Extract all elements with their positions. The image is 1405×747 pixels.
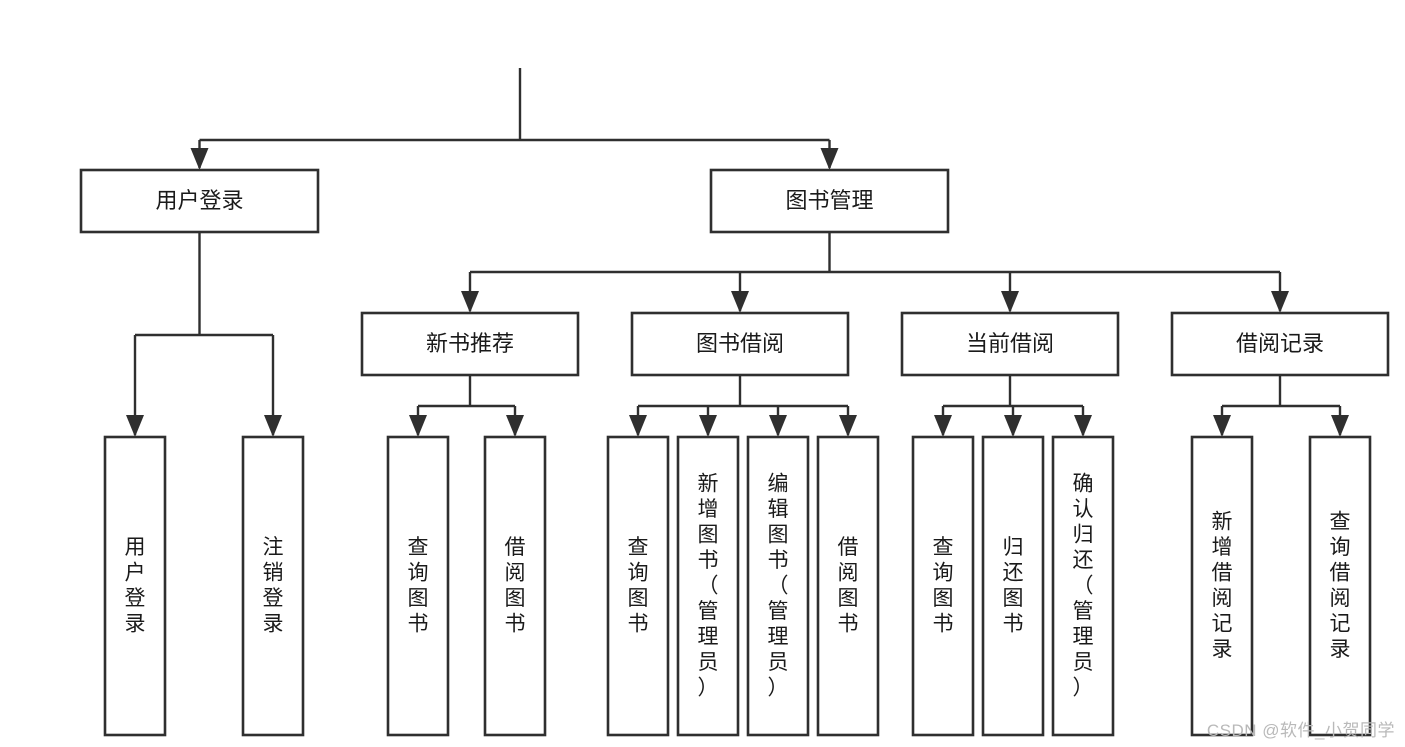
node-box-current-borrow [900, 311, 1120, 377]
node-box-user-login-do [103, 435, 167, 737]
arrow-head-icon-user-login [190, 148, 209, 170]
node-user-logout[interactable]: 注销登录 [241, 435, 305, 737]
node-book-manage[interactable]: 图书管理 [709, 168, 950, 234]
arrow-head-icon-add-book [699, 415, 717, 437]
node-box-return-book [981, 435, 1045, 737]
node-label-borrow-book-2: 借阅图书 [838, 536, 859, 636]
arrow-head-icon-new-book-recommend [461, 291, 479, 313]
arrow-head-icon-borrow-book-2 [839, 415, 857, 437]
node-borrow-record[interactable]: 借阅记录 [1170, 311, 1390, 377]
arrow-head-icon-book-borrow [731, 291, 749, 313]
node-label-query-book-2: 查询图书 [628, 536, 649, 636]
node-box-query-borrow-record [1308, 435, 1372, 737]
node-box-edit-book [746, 435, 810, 737]
node-label-user-logout: 注销登录 [263, 536, 284, 636]
node-edit-book[interactable]: 编辑图书（管理员） [746, 435, 810, 737]
node-user-login[interactable]: 用户登录 [79, 168, 320, 234]
node-box-borrow-record [1170, 311, 1390, 377]
node-query-borrow-record[interactable]: 查询借阅记录 [1308, 435, 1372, 737]
node-box-add-borrow-record [1190, 435, 1254, 737]
node-box-borrow-book-2 [816, 435, 880, 737]
arrow-head-icon-current-borrow [1001, 291, 1019, 313]
node-query-book-2[interactable]: 查询图书 [606, 435, 670, 737]
node-box-query-book-1 [386, 435, 450, 737]
arrow-head-icon-return-book [1004, 415, 1022, 437]
node-label-book-borrow: 图书借阅 [696, 331, 784, 356]
node-label-current-borrow: 当前借阅 [966, 331, 1054, 356]
node-new-book-recommend[interactable]: 新书推荐 [360, 311, 580, 377]
node-box-user-logout [241, 435, 305, 737]
node-box-query-book-3 [911, 435, 975, 737]
node-label-confirm-return: 确认归还（管理员） [1073, 472, 1094, 699]
node-confirm-return[interactable]: 确认归还（管理员） [1051, 435, 1115, 737]
node-label-borrow-book-1: 借阅图书 [505, 536, 526, 636]
node-current-borrow[interactable]: 当前借阅 [900, 311, 1120, 377]
node-label-book-manage: 图书管理 [785, 188, 873, 213]
node-label-add-book: 新增图书（管理员） [698, 472, 719, 699]
node-query-book-3[interactable]: 查询图书 [911, 435, 975, 737]
node-label-query-borrow-record: 查询借阅记录 [1330, 511, 1351, 662]
arrow-head-icon-add-borrow-record [1213, 415, 1231, 437]
node-user-login-do[interactable]: 用户登录 [103, 435, 167, 737]
node-book-borrow[interactable]: 图书借阅 [630, 311, 850, 377]
node-label-edit-book: 编辑图书（管理员） [768, 472, 789, 699]
node-label-user-login-do: 用户登录 [125, 536, 146, 636]
arrow-head-icon-book-manage [820, 148, 839, 170]
node-add-borrow-record[interactable]: 新增借阅记录 [1190, 435, 1254, 737]
node-box-book-manage [709, 168, 950, 234]
node-box-confirm-return [1051, 435, 1115, 737]
node-box-add-book [676, 435, 740, 737]
node-label-add-borrow-record: 新增借阅记录 [1212, 511, 1233, 662]
node-box-new-book-recommend [360, 311, 580, 377]
node-box-borrow-book-1 [483, 435, 547, 737]
arrow-head-icon-query-book-1 [409, 415, 427, 437]
node-box-book-borrow [630, 311, 850, 377]
arrow-head-icon-borrow-book-1 [506, 415, 524, 437]
node-layer: 用户登录图书管理新书推荐图书借阅当前借阅借阅记录用户登录注销登录查询图书借阅图书… [79, 168, 1390, 737]
node-box-user-login [79, 168, 320, 234]
node-return-book[interactable]: 归还图书 [981, 435, 1045, 737]
arrow-head-icon-user-logout [264, 415, 282, 437]
node-label-user-login: 用户登录 [155, 188, 243, 213]
arrow-head-icon-query-borrow-record [1331, 415, 1349, 437]
arrow-head-icon-query-book-3 [934, 415, 952, 437]
arrow-head-icon-edit-book [769, 415, 787, 437]
node-label-return-book: 归还图书 [1003, 536, 1024, 636]
node-box-query-book-2 [606, 435, 670, 737]
node-query-book-1[interactable]: 查询图书 [386, 435, 450, 737]
node-label-query-book-1: 查询图书 [408, 536, 429, 636]
arrow-head-icon-borrow-record [1271, 291, 1289, 313]
connector-layer [126, 68, 1349, 437]
watermark-label: CSDN @软件_小贺同学 [1206, 721, 1395, 740]
node-borrow-book-1[interactable]: 借阅图书 [483, 435, 547, 737]
arrow-head-icon-query-book-2 [629, 415, 647, 437]
arrow-head-icon-user-login-do [126, 415, 144, 437]
node-label-borrow-record: 借阅记录 [1236, 331, 1324, 356]
node-label-query-book-3: 查询图书 [933, 536, 954, 636]
node-label-new-book-recommend: 新书推荐 [426, 331, 514, 356]
node-add-book[interactable]: 新增图书（管理员） [676, 435, 740, 737]
node-borrow-book-2[interactable]: 借阅图书 [816, 435, 880, 737]
arrow-head-icon-confirm-return [1074, 415, 1092, 437]
